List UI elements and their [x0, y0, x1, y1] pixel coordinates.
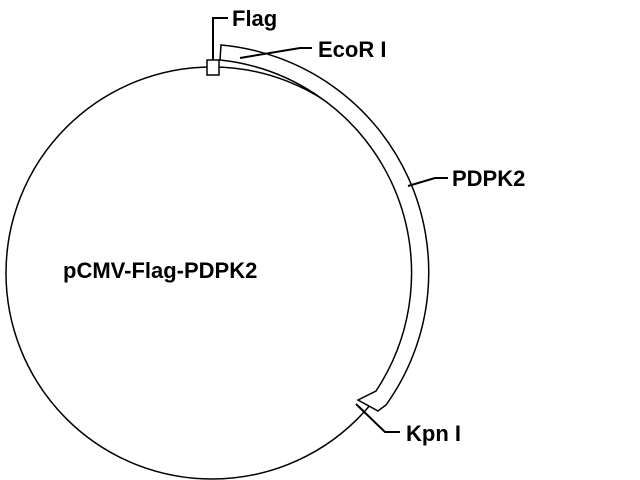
insert-arrow	[219, 44, 430, 412]
pdpk2-label: PDPK2	[452, 166, 525, 191]
ecori-label: EcoR I	[318, 37, 386, 62]
flag-tag-box	[206, 59, 220, 76]
kpni-leader-line	[355, 403, 400, 433]
flag-label: Flag	[232, 6, 277, 31]
pdpk2-leader-line	[407, 177, 448, 187]
ecori-leader-line	[239, 47, 312, 59]
plasmid-name: pCMV-Flag-PDPK2	[63, 258, 257, 283]
kpni-label: Kpn I	[406, 421, 461, 446]
flag-leader-line	[212, 17, 228, 60]
